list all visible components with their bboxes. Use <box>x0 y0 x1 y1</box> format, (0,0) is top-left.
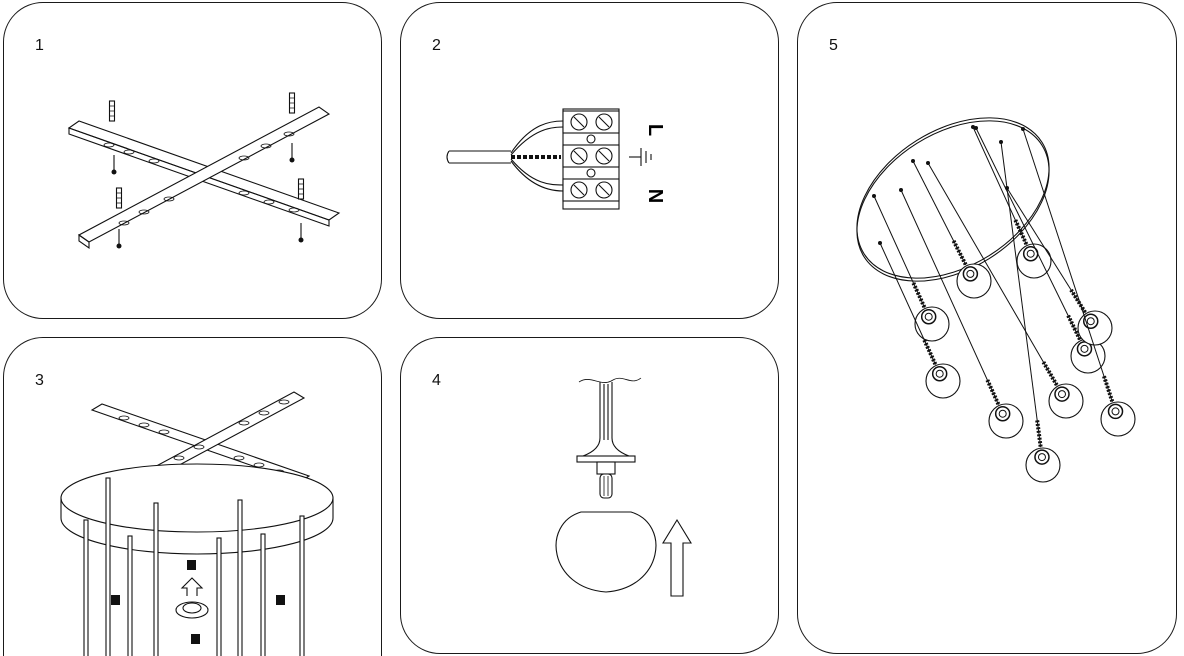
pendant-light <box>999 140 1061 483</box>
mounting-bar-edge <box>78 233 90 250</box>
pendant-light <box>872 194 950 342</box>
pendant-light <box>899 188 1024 439</box>
pendant-light <box>974 126 1106 374</box>
cable-grip-icons <box>111 560 285 644</box>
ground-symbol-icon <box>629 148 652 166</box>
step-number: 2 <box>432 37 441 54</box>
pendant-light <box>878 241 961 399</box>
pendant-light <box>1005 186 1113 346</box>
pendant-light <box>1021 127 1136 437</box>
supply-cable <box>449 150 511 164</box>
step-2-panel: 2 L <box>400 2 779 319</box>
pendant-light <box>926 161 1084 419</box>
wiring-terminal-drawing: L N <box>446 108 666 210</box>
live-wire <box>510 120 564 156</box>
neutral-terminal-label: N <box>644 189 666 203</box>
pendant-lights <box>872 125 1136 483</box>
screw-icons <box>108 92 305 249</box>
step-number: 3 <box>35 372 44 389</box>
up-arrow-icon <box>662 518 692 597</box>
live-terminal-label: L <box>644 124 666 136</box>
mounting-slots <box>103 131 300 226</box>
assembled-chandelier-drawing <box>856 117 1136 483</box>
step-4-panel: 4 <box>400 337 779 654</box>
canopy-fixing-drawing <box>60 391 334 656</box>
rotate-arrow-icon <box>175 577 209 619</box>
suspension-cables <box>83 477 305 656</box>
step-3-panel: 3 <box>3 337 382 656</box>
pendant-light <box>971 125 1052 279</box>
step-number: 4 <box>432 372 441 389</box>
step-number: 5 <box>829 37 838 54</box>
step-1-panel: 1 <box>3 2 382 319</box>
canopy <box>856 117 1050 282</box>
glass-globe <box>555 511 657 593</box>
canopy <box>60 463 334 555</box>
step-5-panel: 5 <box>797 2 1177 654</box>
lamp-holder <box>576 382 636 499</box>
mounting-bar <box>77 106 331 243</box>
globe-installation-drawing <box>555 377 692 597</box>
cross-bar-with-screws-drawing <box>67 92 341 250</box>
mounting-bar-edge <box>68 127 330 227</box>
step-number: 1 <box>35 37 44 54</box>
ceiling-break-line <box>578 377 642 383</box>
supply-cable <box>446 150 450 164</box>
terminal-screw-icons <box>570 113 613 199</box>
pendant-light <box>911 159 992 299</box>
neutral-wire <box>510 158 564 192</box>
